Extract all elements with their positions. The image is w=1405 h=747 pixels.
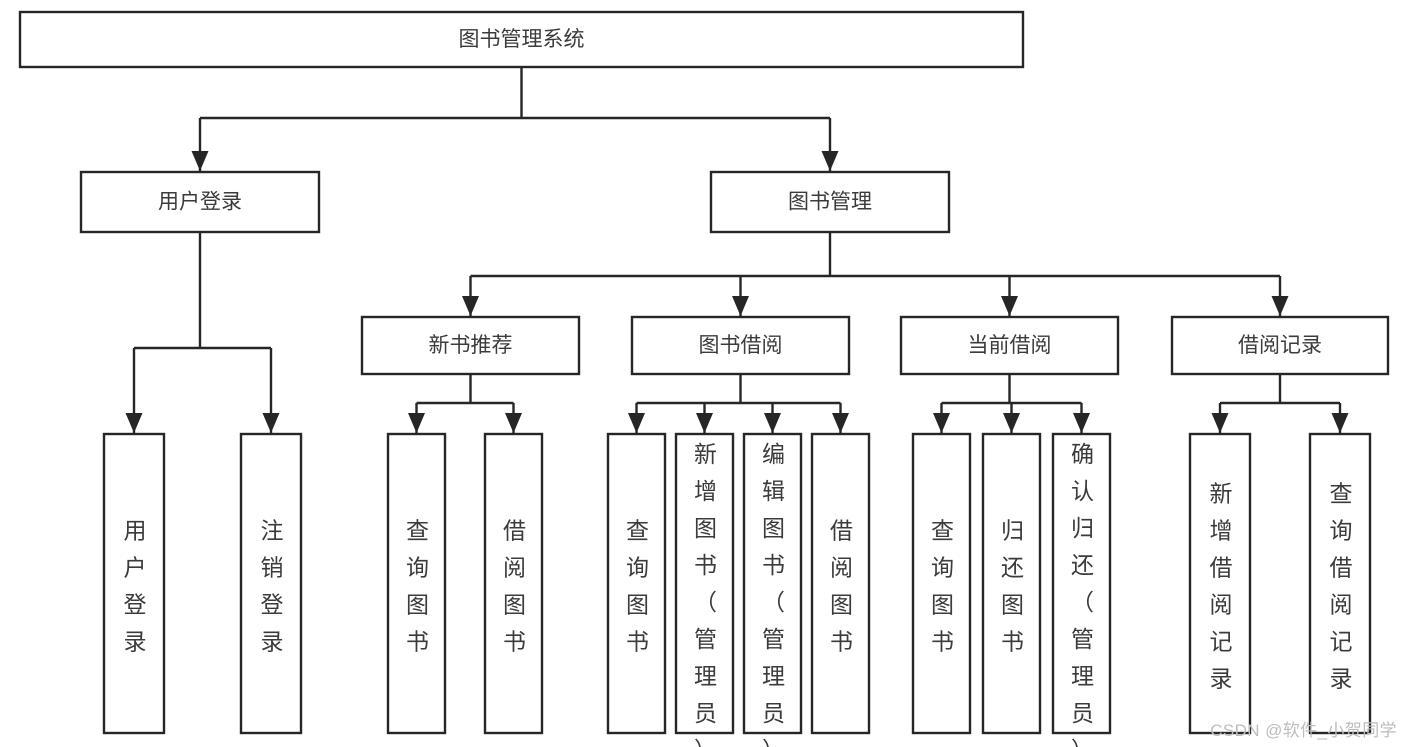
arrow-head-icon [628, 413, 645, 433]
arrow-head-icon [933, 413, 950, 433]
node-leaf-0[interactable]: 用户登录 [102, 432, 166, 735]
arrow-head-icon [1003, 413, 1020, 433]
node-label: 确认归还（管理员） [1071, 441, 1094, 747]
csdn-watermark: CSDN @软件_小贺同学 [1210, 721, 1397, 740]
arrow-head-icon [191, 151, 209, 171]
arrow-head-icon [1331, 413, 1349, 433]
node-label: 借阅图书 [830, 517, 853, 654]
node-label: 编辑图书（管理员） [762, 441, 785, 747]
node-label: 用户登录 [158, 191, 242, 214]
node-level1-0[interactable]: 用户登录 [79, 170, 321, 234]
node-box[interactable] [1051, 432, 1112, 735]
node-leaf-5[interactable]: 新增图书（管理员） [674, 432, 735, 747]
node-label: 图书管理 [788, 191, 872, 214]
node-leaf-4[interactable]: 查询图书 [606, 432, 667, 735]
node-box[interactable] [911, 432, 972, 735]
node-leaf-3[interactable]: 借阅图书 [483, 432, 544, 735]
node-leaf-8[interactable]: 查询图书 [911, 432, 972, 735]
node-leaf-1[interactable]: 注销登录 [239, 432, 303, 735]
node-box[interactable] [742, 432, 803, 735]
arrow-head-icon [125, 413, 143, 433]
arrow-head-icon [408, 413, 425, 433]
node-label: 新书推荐 [429, 334, 513, 357]
node-box[interactable] [239, 432, 303, 735]
arrow-head-icon [832, 413, 849, 433]
arrow-head-icon [462, 296, 479, 316]
node-label: 图书借阅 [699, 334, 783, 357]
node-label: 借阅记录 [1238, 334, 1322, 357]
arrow-head-icon [732, 296, 749, 316]
node-box[interactable] [386, 432, 447, 735]
node-box[interactable] [810, 432, 871, 735]
node-label: 用户登录 [124, 517, 147, 654]
node-label: 借阅图书 [503, 517, 526, 654]
node-leaf-7[interactable]: 借阅图书 [810, 432, 871, 735]
node-box[interactable] [606, 432, 667, 735]
node-leaf-10[interactable]: 确认归还（管理员） [1051, 432, 1112, 747]
arrow-head-icon [821, 151, 839, 171]
node-level2-2[interactable]: 当前借阅 [899, 315, 1120, 376]
node-box[interactable] [1308, 432, 1372, 735]
node-label: 查询图书 [626, 517, 649, 654]
node-leaf-9[interactable]: 归还图书 [981, 432, 1042, 735]
arrow-head-icon [1001, 296, 1018, 316]
node-box[interactable] [674, 432, 735, 735]
connector-layer [125, 67, 1349, 433]
node-label: 图书管理系统 [459, 28, 585, 51]
arrow-head-icon [764, 413, 781, 433]
arrow-head-icon [262, 413, 280, 433]
arrow-head-icon [1271, 296, 1289, 316]
node-label: 归还图书 [1001, 517, 1024, 654]
node-label: 查询图书 [931, 517, 954, 654]
node-box[interactable] [79, 170, 321, 234]
node-box[interactable] [899, 315, 1120, 376]
node-leaf-2[interactable]: 查询图书 [386, 432, 447, 735]
node-level2-3[interactable]: 借阅记录 [1170, 315, 1390, 376]
arrow-head-icon [1211, 413, 1229, 433]
node-label: 查询图书 [406, 517, 429, 654]
node-label: 新增借阅记录 [1210, 480, 1233, 691]
node-box[interactable] [1188, 432, 1252, 735]
node-box[interactable] [360, 315, 581, 376]
arrow-head-icon [505, 413, 522, 433]
node-box[interactable] [630, 315, 851, 376]
arrow-head-icon [1073, 413, 1090, 433]
node-layer: 图书管理系统用户登录图书管理新书推荐图书借阅当前借阅借阅记录用户登录注销登录查询… [18, 10, 1390, 747]
node-label: 查询借阅记录 [1330, 480, 1353, 691]
node-level2-0[interactable]: 新书推荐 [360, 315, 581, 376]
node-label: 新增图书（管理员） [694, 441, 717, 747]
node-box[interactable] [1170, 315, 1390, 376]
node-box[interactable] [483, 432, 544, 735]
node-leaf-11[interactable]: 新增借阅记录 [1188, 432, 1252, 735]
arrow-head-icon [696, 413, 713, 433]
node-box[interactable] [981, 432, 1042, 735]
node-level1-1[interactable]: 图书管理 [709, 170, 951, 234]
node-root-system[interactable]: 图书管理系统 [18, 10, 1025, 69]
node-label: 注销登录 [261, 517, 284, 654]
node-level2-1[interactable]: 图书借阅 [630, 315, 851, 376]
node-leaf-12[interactable]: 查询借阅记录 [1308, 432, 1372, 735]
node-box[interactable] [102, 432, 166, 735]
node-label: 当前借阅 [968, 334, 1052, 357]
node-box[interactable] [709, 170, 951, 234]
node-box[interactable] [18, 10, 1025, 69]
node-leaf-6[interactable]: 编辑图书（管理员） [742, 432, 803, 747]
